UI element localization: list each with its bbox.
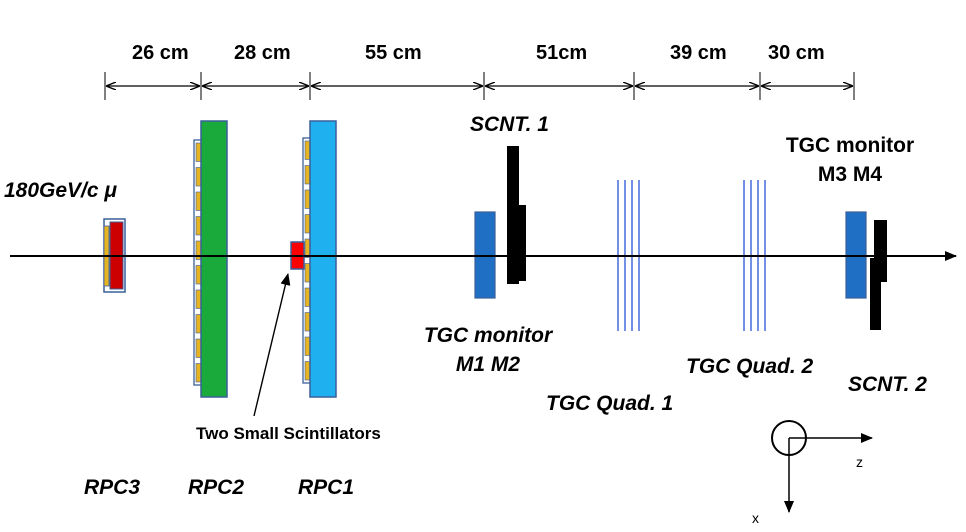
dim-label-5: 39 cm — [670, 42, 727, 64]
x-axis-label: x — [752, 510, 759, 526]
scnt1-label: SCNT. 1 — [470, 113, 549, 136]
rpc2-detector — [193, 120, 228, 398]
dimension-ticks — [104, 72, 855, 100]
tgc-monitor-m3m4-label: TGC monitor M3 M4 — [770, 131, 930, 189]
rpc3-label: RPC3 — [84, 476, 141, 499]
coordinate-axes — [771, 420, 873, 513]
scnt2-scintillator — [870, 220, 887, 330]
tgc-quad1-label: TGC Quad. 1 — [546, 392, 674, 415]
scnt2-label: SCNT. 2 — [848, 373, 927, 396]
rpc1-label: RPC1 — [298, 476, 355, 499]
small-scint-label: Two Small Scintillators — [196, 424, 381, 443]
rpc2-label: RPC2 — [188, 476, 245, 499]
tgc-monitor-m3m4-label-line1: TGC monitor — [785, 134, 915, 157]
dim-label-4: 51cm — [536, 42, 588, 64]
tgc-monitor-m3m4-label-line2: M3 M4 — [817, 163, 883, 186]
scnt1-bar-2 — [515, 205, 526, 281]
small-scint-pointer — [253, 273, 291, 417]
dim-label-6: 30 cm — [768, 42, 825, 64]
dim-label-1: 26 cm — [132, 42, 189, 64]
rpc1-strips — [304, 140, 311, 381]
scnt1-scintillator — [507, 146, 526, 284]
rpc1-detector — [302, 120, 337, 398]
dim-label-3: 55 cm — [365, 42, 422, 64]
z-axis-label: z — [856, 454, 863, 470]
rpc2-body — [200, 120, 228, 398]
tgc-monitor-m1m2-label-line2: M1 M2 — [455, 353, 521, 376]
rpc1-body — [309, 120, 337, 398]
tgc-monitor-m1m2-label: TGC monitor M1 M2 — [410, 321, 566, 379]
scnt2-bar-2 — [870, 258, 881, 330]
dim-label-2: 28 cm — [234, 42, 291, 64]
beam-label: 180GeV/c μ — [4, 179, 118, 202]
tgc-monitor-m1m2-label-line1: TGC monitor — [423, 324, 553, 347]
tgc-quad2-label: TGC Quad. 2 — [686, 355, 814, 378]
